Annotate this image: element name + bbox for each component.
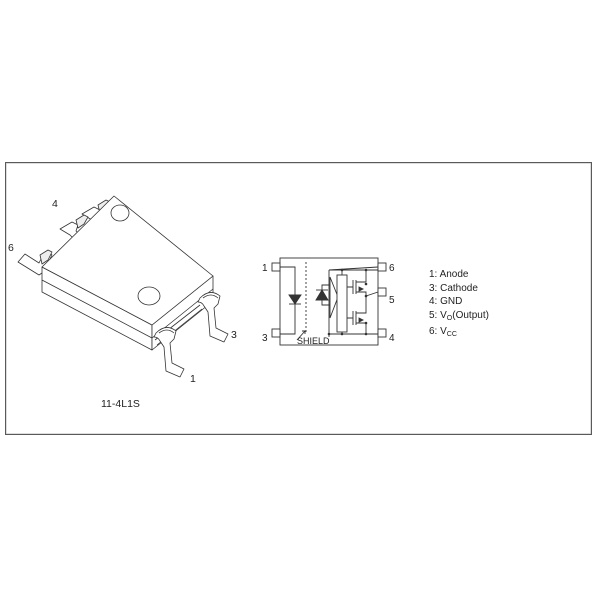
- amplifier-icon: [329, 276, 339, 319]
- package-top-face: [41, 195, 214, 326]
- legend-item-vcc: 6: VCC: [429, 326, 457, 339]
- pkg-pin-label-1: 1: [190, 373, 196, 385]
- pin-square-3: [271, 328, 281, 338]
- schematic-pin-label-6: 6: [389, 263, 395, 274]
- lead-1: [153, 327, 185, 378]
- led-diode-icon: [288, 294, 302, 305]
- diagram-frame: [5, 162, 592, 435]
- legend-item-output: 5: VO(Output): [429, 309, 489, 322]
- shield-label: SHIELD: [297, 336, 330, 346]
- pkg-pin-label-6: 6: [8, 242, 14, 254]
- index-mark-top: [110, 204, 130, 222]
- mosfet-upper-icon: [347, 270, 367, 296]
- mosfet-lower-icon: [347, 296, 367, 334]
- legend-item-gnd: 4: GND: [429, 296, 463, 308]
- pin-square-6: [377, 262, 387, 272]
- pin-square-5: [377, 287, 387, 297]
- driver-block: [336, 274, 348, 333]
- schematic-pin-label-5: 5: [389, 295, 395, 306]
- legend-item-anode: 1: Anode: [429, 269, 469, 280]
- schematic-pin-label-1: 1: [262, 263, 268, 274]
- index-mark-front: [137, 286, 161, 306]
- pkg-pin-label-3: 3: [231, 329, 237, 341]
- legend-item-cathode: 3: Cathode: [429, 282, 478, 294]
- pin-legend: 1: Anode 3: Cathode 4: GND 5: VO(Output)…: [429, 268, 489, 342]
- pkg-pin-label-4: 4: [52, 198, 58, 210]
- pin-square-4: [377, 328, 387, 338]
- package-name: 11-4L1S: [101, 398, 140, 410]
- pin-square-1: [271, 262, 281, 272]
- schematic-pin-label-3: 3: [262, 333, 268, 344]
- schematic-pin-label-4: 4: [389, 333, 395, 344]
